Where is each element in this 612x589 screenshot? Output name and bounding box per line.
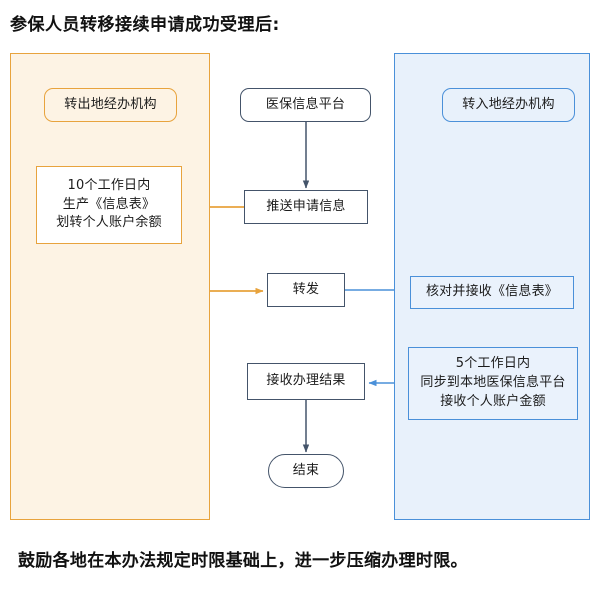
- node-line-3: 划转个人账户余额: [56, 215, 162, 231]
- node-line-2: 生产《信息表》: [62, 196, 156, 212]
- node-lane-left-header[interactable]: 转出地经办机构: [44, 88, 177, 122]
- node-forward[interactable]: 转发: [267, 273, 345, 307]
- node-line-1: 5个工作日内: [455, 356, 531, 372]
- node-label: 医保信息平台: [265, 96, 346, 112]
- node-label: 转出地经办机构: [64, 96, 157, 112]
- node-label: 结束: [292, 462, 320, 478]
- node-sync-local[interactable]: 5个工作日内 同步到本地医保信息平台 接收个人账户金额: [408, 347, 578, 420]
- node-receive-result[interactable]: 接收办理结果: [247, 363, 365, 400]
- node-push-request[interactable]: 推送申请信息: [244, 190, 368, 224]
- node-label: 核对并接收《信息表》: [425, 284, 558, 300]
- footer-note: 鼓励各地在本办法规定时限基础上，进一步压缩办理时限。: [18, 551, 468, 571]
- node-line-3: 接收个人账户金额: [440, 393, 546, 409]
- node-lane-right-header[interactable]: 转入地经办机构: [442, 88, 575, 122]
- node-label: 推送申请信息: [266, 198, 346, 214]
- node-label: 转入地经办机构: [462, 96, 555, 112]
- swimlane-transfer-out: [10, 53, 210, 520]
- node-line-1: 10个工作日内: [67, 177, 151, 193]
- node-end[interactable]: 结束: [268, 454, 344, 488]
- page-title: 参保人员转移接续申请成功受理后:: [10, 15, 280, 35]
- node-label: 接收办理结果: [266, 373, 346, 389]
- node-medical-insurance-platform[interactable]: 医保信息平台: [240, 88, 371, 122]
- node-label: 转发: [292, 281, 320, 297]
- node-verify-receive[interactable]: 核对并接收《信息表》: [410, 276, 574, 309]
- node-transfer-out-task[interactable]: 10个工作日内 生产《信息表》 划转个人账户余额: [36, 166, 182, 244]
- node-line-2: 同步到本地医保信息平台: [420, 375, 566, 391]
